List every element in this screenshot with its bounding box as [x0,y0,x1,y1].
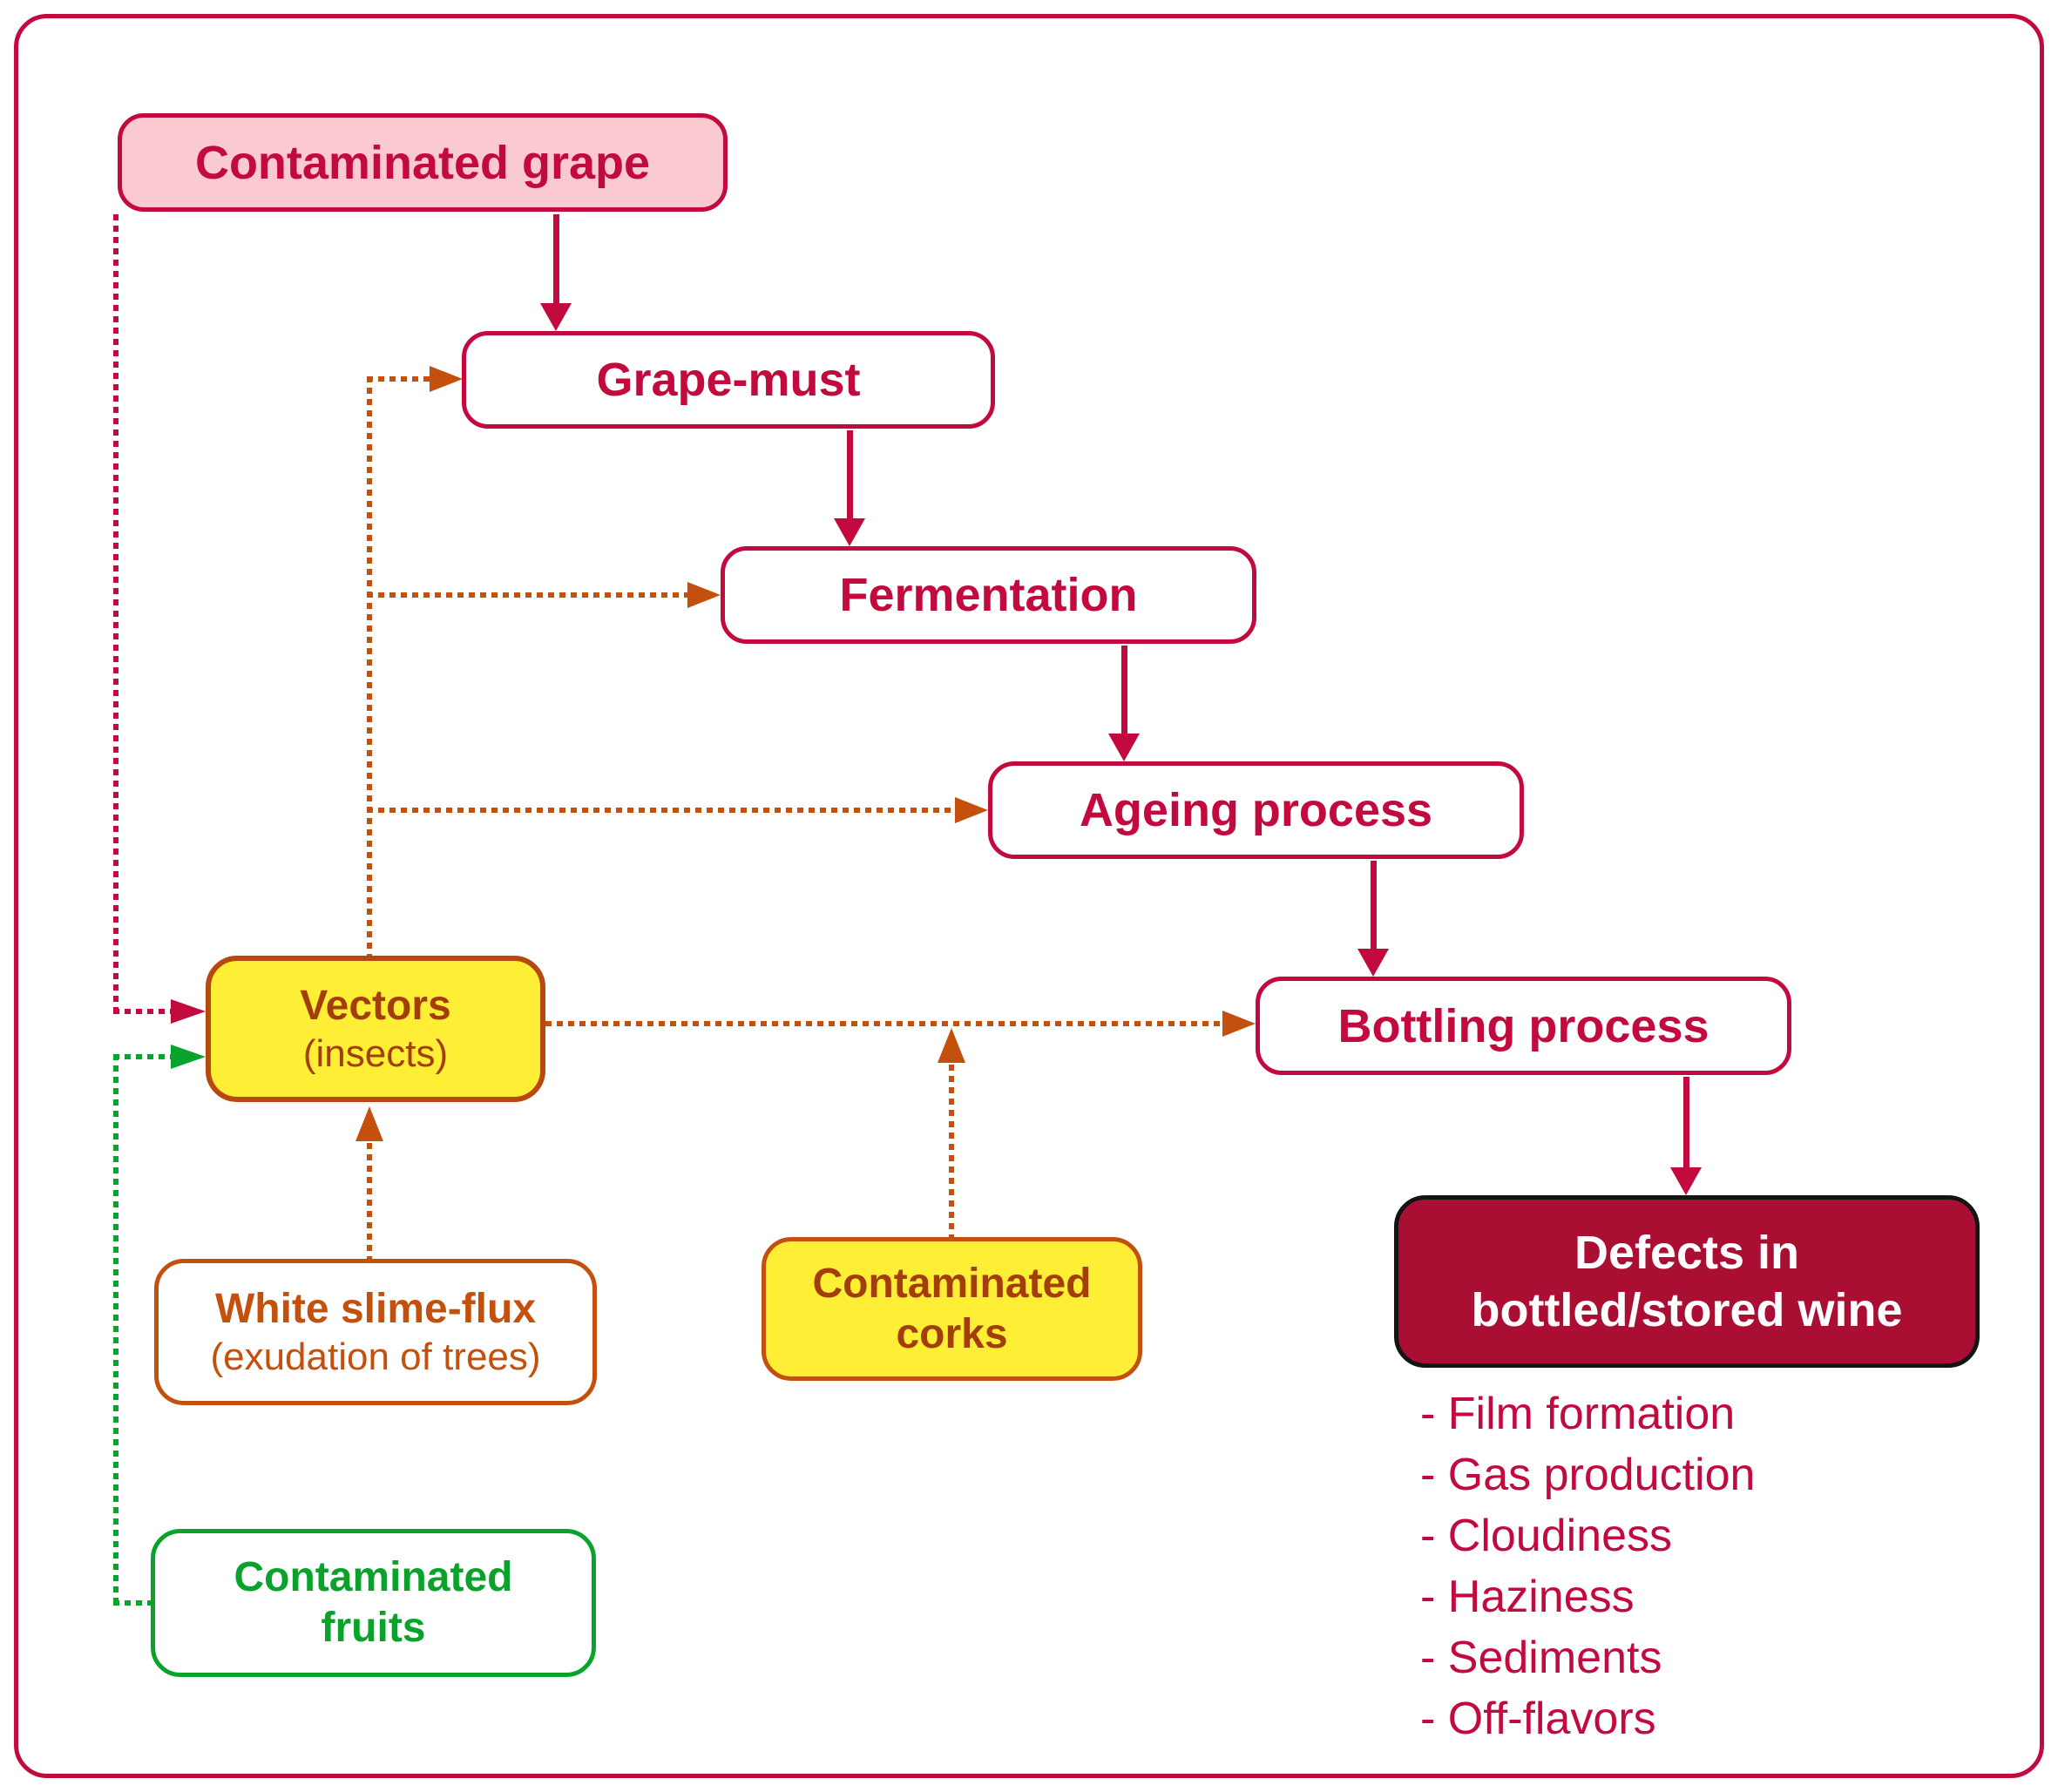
node-vectors-label: Vectors [300,983,451,1029]
defect-list-item: - Sediments [1420,1633,1662,1683]
arrowhead-corks-to-bottling [938,1028,965,1063]
node-contaminated-grape: Contaminated grape [118,113,728,212]
node-contaminated-grape-label: Contaminated grape [194,136,651,189]
node-defects-in-bottled-stored-wine: Defects in bottled/stored wine [1394,1195,1980,1368]
arrowhead-fermentation-to-ageing [1108,734,1140,761]
node-grape-must-label: Grape-must [596,354,861,406]
defect-list-item: - Film formation [1420,1389,1736,1439]
defect-list-item: - Haziness [1420,1572,1635,1622]
node-white-slime-flux-sublabel: (exudation of trees) [210,1336,541,1378]
edge-vectors-to-grapemust [367,376,430,382]
arrowhead-vectors-to-fermentation [687,582,721,608]
node-contaminated-corks-label-line1: Contaminated [812,1260,1092,1307]
edge-fruits-exit-horizontal [113,1600,152,1606]
node-contaminated-fruits-label-line1: Contaminated [234,1554,513,1600]
node-ageing-process: Ageing process [988,761,1524,859]
defect-list-item: - Off-flavors [1420,1694,1656,1744]
node-fermentation-label: Fermentation [839,569,1138,621]
edge-fruits-to-vectors-horizontal [113,1054,171,1059]
node-vectors-sublabel: (insects) [302,1032,449,1075]
node-white-slime-flux: White slime-flux (exudation of trees) [154,1259,597,1405]
edge-vectors-to-bottling [545,1021,1222,1026]
node-defects-label-line2: bottled/stored wine [1471,1284,1903,1336]
edge-fruits-to-vectors-vertical [113,1054,118,1606]
defect-list: - Film formation - Gas production - Clou… [1420,1383,1755,1749]
arrowhead-ageing-to-bottling [1357,949,1389,977]
edge-corks-vertical [949,1065,954,1237]
arrowhead-bottling-to-defects [1670,1167,1702,1195]
arrowhead-slime-to-vectors [355,1106,383,1141]
edge-vectors-to-ageing [367,808,955,813]
node-defects-label-line1: Defects in [1574,1227,1800,1279]
node-white-slime-flux-label: White slime-flux [214,1286,537,1332]
node-grape-must: Grape-must [462,331,995,429]
edge-ageing-to-bottling [1371,861,1377,950]
defect-list-item: - Cloudiness [1420,1511,1673,1561]
node-contaminated-fruits-label-line2: fruits [321,1605,426,1651]
defect-list-item: - Gas production [1420,1450,1756,1500]
arrowhead-fruits-to-vectors [171,1045,206,1069]
arrowhead-grape-to-grapemust [540,303,572,331]
node-bottling-process-label: Bottling process [1337,999,1709,1052]
edge-bottling-to-defects [1683,1077,1689,1169]
arrowhead-vectors-to-bottling [1222,1011,1256,1037]
node-ageing-process-label: Ageing process [1079,784,1433,836]
edge-vectors-trunk-vertical [367,376,372,956]
outer-border [14,14,2044,1778]
edge-grape-to-grapemust [553,214,559,305]
node-contaminated-corks-label-line2: corks [896,1310,1008,1357]
node-contaminated-fruits: Contaminated fruits [151,1529,596,1677]
edge-grapemust-to-fermentation [847,430,853,520]
edge-slime-vertical [367,1143,372,1259]
node-contaminated-corks: Contaminated corks [762,1237,1142,1381]
edge-grape-to-vectors-vertical [113,214,118,1014]
node-fermentation: Fermentation [721,546,1256,644]
edge-fermentation-to-ageing [1121,646,1127,735]
edge-grape-to-vectors-horizontal [113,1009,171,1014]
arrowhead-vectors-to-grapemust [430,366,463,392]
arrowhead-grapemust-to-fermentation [834,518,865,546]
node-bottling-process: Bottling process [1256,977,1791,1075]
edge-vectors-to-fermentation [367,592,687,598]
arrowhead-grape-to-vectors [171,999,206,1024]
node-vectors: Vectors (insects) [206,956,545,1102]
arrowhead-vectors-to-ageing [955,797,988,823]
